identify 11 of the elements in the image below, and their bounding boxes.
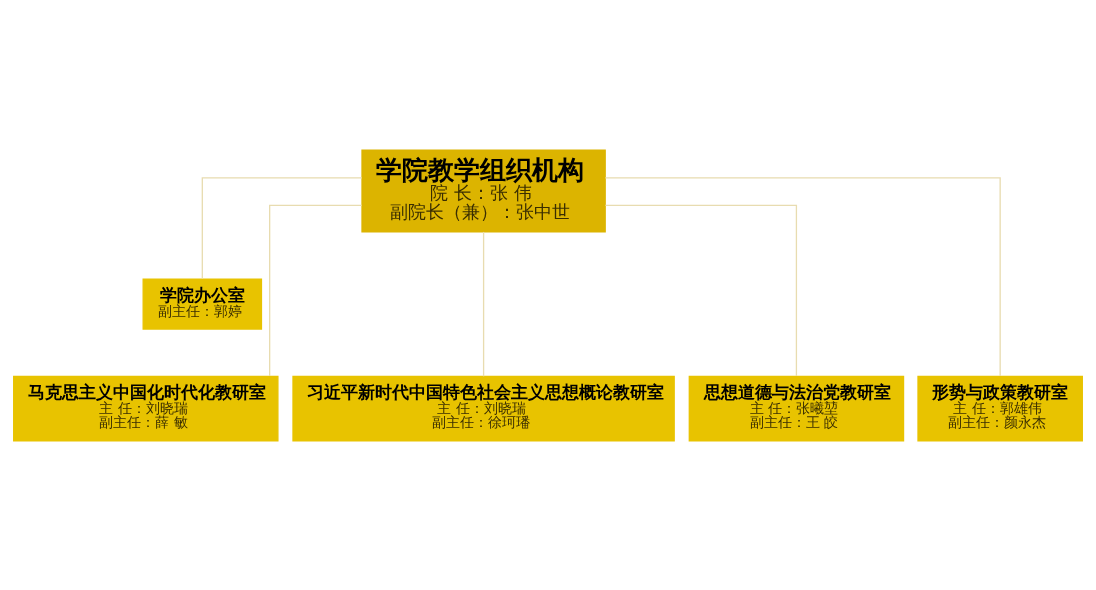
connector xyxy=(604,176,1001,377)
connector xyxy=(482,230,485,377)
node-box: 马克思主义中国化时代化教研室 主 任：刘晓瑞 副主任：薛 敏 xyxy=(13,375,279,441)
connector xyxy=(604,204,798,377)
node-box: 习近平新时代中国特色社会主义思想概论教研室 主 任：刘晓瑞 副主任：徐珂璠 xyxy=(292,375,675,441)
node-box: 学院办公室 副主任：郭婷 xyxy=(142,277,263,330)
connector xyxy=(269,204,363,377)
node-box: 学院教学组织机构 院 长：张 伟 副院长（兼）：张中世 xyxy=(361,149,606,232)
node-box: 思想道德与法治党教研室 主 任：张曦堃 副主任：王 皎 xyxy=(688,375,905,441)
connector xyxy=(201,176,363,279)
node-box: 形势与政策教研室 主 任：郭雄伟 副主任：颜永杰 xyxy=(917,375,1083,441)
